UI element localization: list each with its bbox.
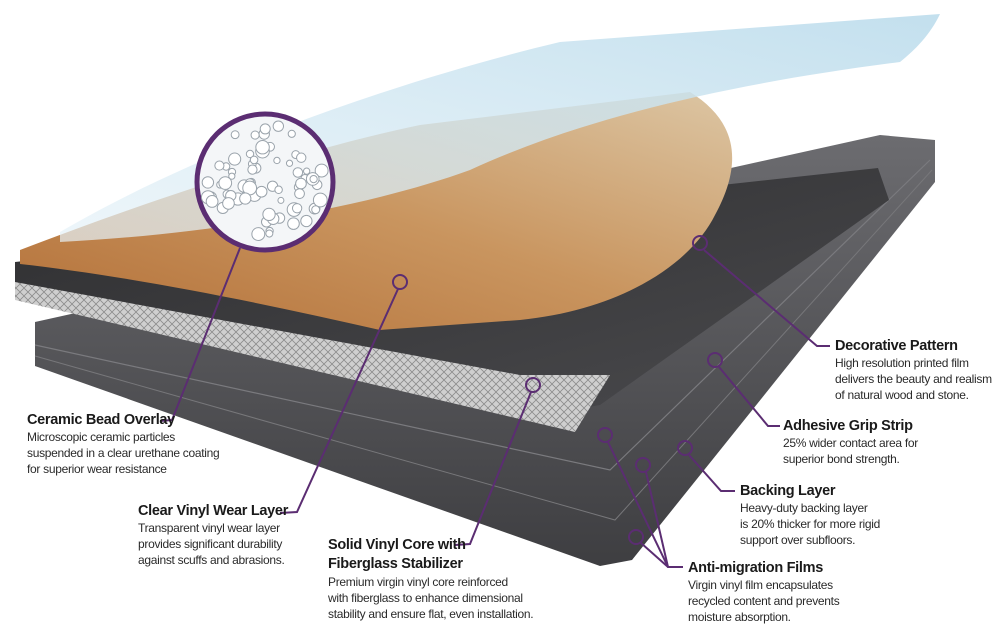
leader-core	[454, 391, 532, 546]
anti-migration-film-line	[34, 159, 931, 471]
ceramic-bead	[255, 139, 270, 155]
ceramic-bead	[247, 164, 258, 175]
ceramic-bead	[303, 167, 311, 175]
callout-title: Ceramic Bead Overlay	[27, 412, 175, 428]
callout-backing-layer: Backing Layer Heavy-duty backing layer i…	[740, 483, 880, 548]
ceramic-bead	[294, 188, 305, 200]
callout-title: Backing Layer	[740, 483, 836, 499]
ceramic-bead	[300, 214, 313, 228]
callout-title: Solid Vinyl Core with Fiberglass Stabili…	[328, 537, 466, 572]
ceramic-bead	[285, 159, 294, 167]
callout-clear-vinyl-wear-layer: Clear Vinyl Wear Layer Transparent vinyl…	[138, 503, 288, 568]
fiberglass-stabilizer	[15, 282, 610, 432]
ceramic-bead	[273, 156, 281, 165]
ceramic-bead	[262, 207, 276, 222]
ceramic-bead	[277, 196, 285, 204]
ceramic-bead	[274, 185, 283, 195]
ceramic-bead	[230, 130, 240, 140]
ceramic-bead	[287, 129, 296, 138]
callout-ceramic-bead-overlay: Ceramic Bead Overlay Microscopic ceramic…	[27, 412, 220, 477]
ceramic-bead	[249, 155, 259, 165]
leader-ceramic	[159, 247, 241, 422]
callout-description: Transparent vinyl wear layer provides si…	[138, 521, 285, 567]
ceramic-bead	[201, 176, 215, 189]
ceramic-bead	[214, 160, 225, 171]
ceramic-bead	[272, 120, 285, 132]
callout-title: Adhesive Grip Strip	[783, 418, 913, 434]
callout-description: High resolution printed film delivers th…	[835, 356, 992, 402]
leader-adhesive	[718, 366, 780, 427]
leader-clear-vinyl	[279, 288, 399, 514]
ceramic-bead	[222, 197, 235, 210]
ceramic-bead	[205, 195, 219, 208]
ceramic-bead	[287, 217, 300, 230]
ceramic-bead	[312, 192, 328, 208]
ceramic-bead	[259, 123, 271, 135]
decorative-pattern-layer	[20, 92, 733, 330]
callout-title: Anti-migration Films	[688, 560, 823, 576]
ceramic-bead	[265, 229, 274, 238]
ceramic-bead	[245, 149, 255, 159]
anti-migration-film-line	[34, 169, 933, 521]
ceramic-bead	[251, 227, 266, 242]
callout-description: 25% wider contact area for superior bond…	[783, 436, 918, 466]
leader-lines	[159, 235, 830, 568]
ceramic-bead	[218, 176, 233, 190]
callout-description: Virgin vinyl film encapsulates recycled …	[688, 578, 840, 624]
ceramic-bead	[295, 177, 307, 190]
ceramic-bead	[228, 152, 242, 166]
ceramic-bead	[311, 205, 321, 215]
ceramic-bead	[228, 172, 236, 180]
callout-anti-migration-films: Anti-migration Films Virgin vinyl film e…	[688, 560, 840, 625]
leader-decorative	[703, 249, 830, 347]
leader-backing	[688, 454, 735, 492]
callout-description: Microscopic ceramic particles suspended …	[27, 430, 220, 476]
callout-decorative-pattern: Decorative Pattern High resolution print…	[835, 338, 992, 403]
callout-adhesive-grip-strip: Adhesive Grip Strip 25% wider contact ar…	[783, 418, 918, 467]
ceramic-bead	[250, 130, 260, 140]
ceramic-bead	[255, 185, 268, 198]
callout-title: Decorative Pattern	[835, 338, 958, 354]
callout-solid-vinyl-core: Solid Vinyl Core with Fiberglass Stabili…	[328, 536, 534, 622]
ceramic-bead	[296, 152, 307, 163]
callout-description: Premium virgin vinyl core reinforced wit…	[328, 575, 534, 621]
ceramic-bead	[314, 163, 329, 178]
callout-description: Heavy-duty backing layer is 20% thicker …	[740, 501, 881, 547]
callout-title: Clear Vinyl Wear Layer	[138, 503, 289, 519]
ceramic-bead	[239, 192, 252, 205]
ceramic-bead	[291, 203, 303, 214]
ceramic-bead-magnifier	[194, 111, 336, 253]
ceramic-bead	[292, 167, 304, 178]
ceramic-bead	[309, 174, 318, 184]
